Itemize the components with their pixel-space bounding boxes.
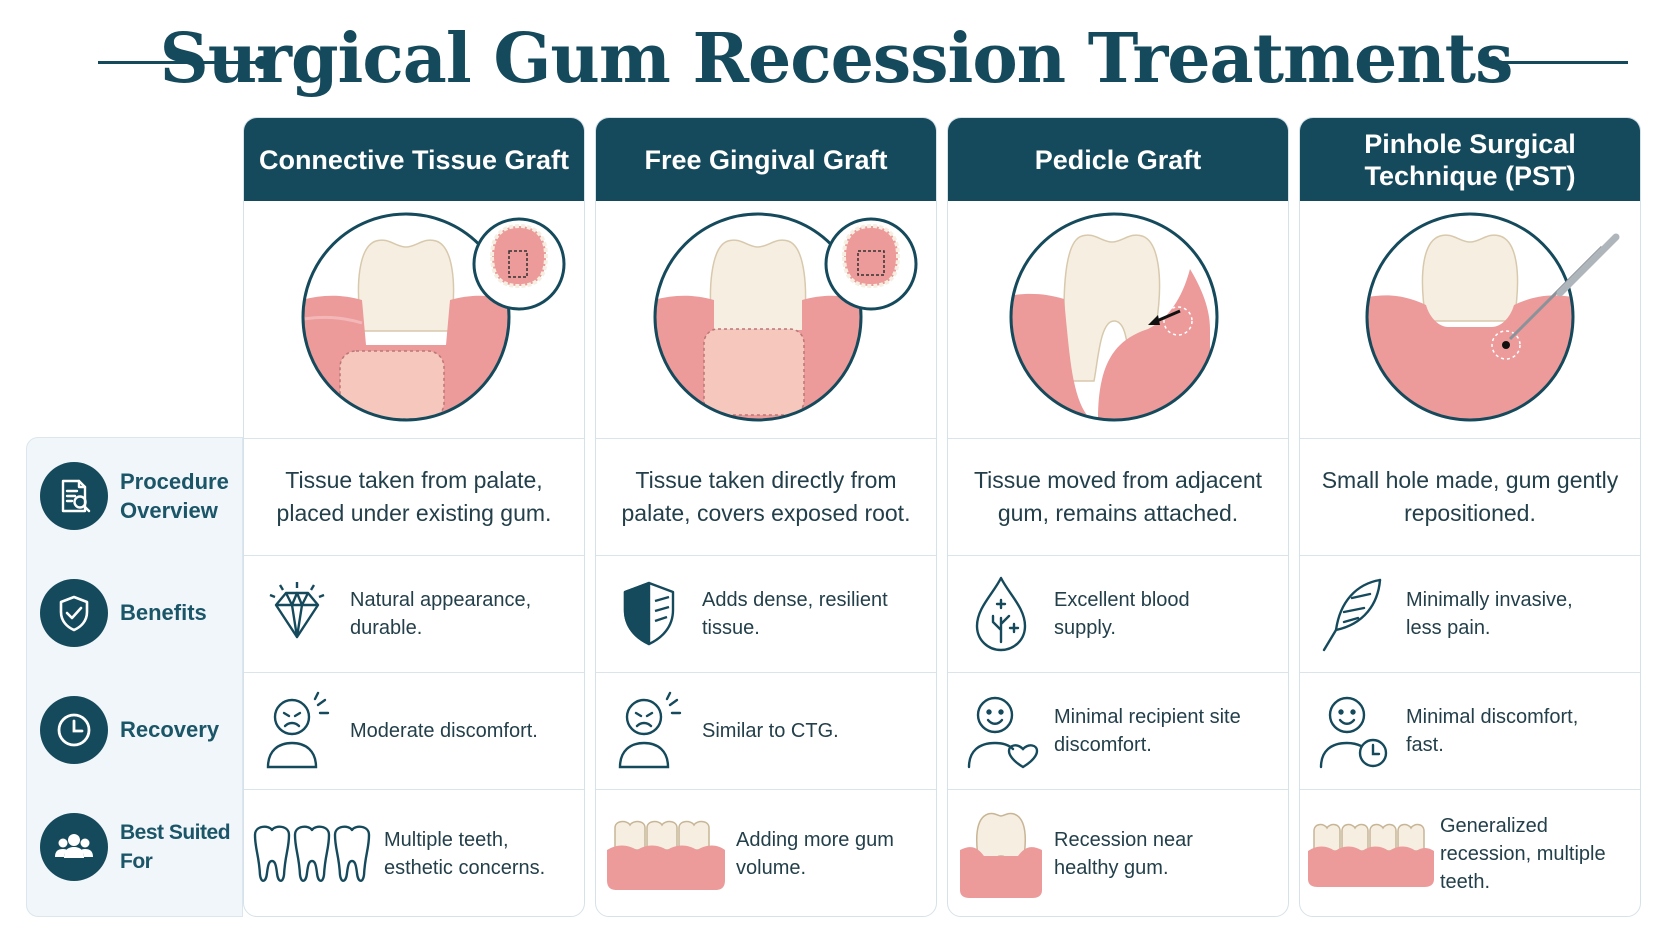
treatment-title: Free Gingival Graft bbox=[596, 118, 936, 201]
suited-text: Generalized recession, multiple teeth. bbox=[1440, 815, 1606, 893]
people-group-icon bbox=[40, 812, 108, 881]
recovery-cell: Minimal recipient site discomfort. bbox=[948, 672, 1288, 789]
treatment-title: Connective Tissue Graft bbox=[244, 118, 584, 201]
three-teeth-icon bbox=[244, 823, 384, 885]
suited-text: Adding more gum volume. bbox=[736, 829, 894, 879]
overview-text: Small hole made, gum gently repositioned… bbox=[1321, 467, 1619, 526]
suited-cell: Adding more gum volume. bbox=[596, 789, 936, 916]
clipboard-search-icon bbox=[40, 461, 108, 530]
diamond-icon bbox=[244, 579, 350, 649]
overview-text: Tissue taken directly from palate, cover… bbox=[621, 467, 911, 526]
shield-check-icon bbox=[40, 578, 108, 647]
blood-drop-icon bbox=[948, 574, 1054, 654]
title-dot-left bbox=[255, 56, 268, 69]
pst-illustration bbox=[1300, 201, 1640, 438]
row-label-benefits: Benefits bbox=[26, 554, 243, 671]
treatment-card-pst: Pinhole Surgical Technique (PST) Small h… bbox=[1299, 117, 1641, 917]
four-teeth-gum-icon bbox=[1300, 819, 1440, 889]
suited-cell: Multiple teeth, esthetic concerns. bbox=[244, 789, 584, 916]
recovery-cell: Similar to CTG. bbox=[596, 672, 936, 789]
recovery-text: Moderate discomfort. bbox=[350, 720, 538, 742]
row-label-procedure: Procedure Overview bbox=[26, 437, 243, 554]
feather-icon bbox=[1300, 574, 1406, 654]
row-label-text: Recovery bbox=[120, 717, 220, 742]
title-row: Surgical Gum Recession Treatments bbox=[0, 14, 1672, 104]
recovery-text: Minimal discomfort, fast. bbox=[1406, 706, 1579, 756]
suited-text: Recession near healthy gum. bbox=[1054, 829, 1193, 879]
discomfort-face-icon bbox=[596, 691, 702, 771]
overview-cell: Tissue moved from adjacent gum, remains … bbox=[948, 438, 1288, 555]
treatment-title: Pinhole Surgical Technique (PST) bbox=[1300, 118, 1640, 201]
overview-cell: Tissue taken directly from palate, cover… bbox=[596, 438, 936, 555]
clock-icon bbox=[40, 695, 108, 764]
treatment-card-ctg: Connective Tissue Graft Tissue taken fro… bbox=[243, 117, 585, 917]
ctg-illustration bbox=[244, 201, 584, 438]
treatment-title: Pedicle Graft bbox=[948, 118, 1288, 201]
smile-heart-icon bbox=[948, 691, 1054, 771]
suited-text: Multiple teeth, esthetic concerns. bbox=[384, 829, 546, 879]
overview-text: Tissue moved from adjacent gum, remains … bbox=[973, 467, 1263, 526]
title-dot-right bbox=[1487, 56, 1500, 69]
benefit-cell: Natural appearance, durable. bbox=[244, 555, 584, 672]
overview-cell: Small hole made, gum gently repositioned… bbox=[1300, 438, 1640, 555]
gum-teeth-icon bbox=[596, 816, 736, 892]
half-shield-icon bbox=[596, 579, 702, 649]
recovery-text: Similar to CTG. bbox=[702, 720, 839, 742]
suited-cell: Recession near healthy gum. bbox=[948, 789, 1288, 916]
recovery-cell: Minimal discomfort, fast. bbox=[1300, 672, 1640, 789]
recovery-text: Minimal recipient site discomfort. bbox=[1054, 706, 1241, 756]
title-rule-right bbox=[1500, 61, 1628, 64]
row-label-text: Best Suited For bbox=[120, 820, 231, 873]
overview-text: Tissue taken from palate, placed under e… bbox=[276, 467, 552, 526]
benefit-cell: Minimally invasive, less pain. bbox=[1300, 555, 1640, 672]
suited-cell: Generalized recession, multiple teeth. bbox=[1300, 789, 1640, 916]
benefit-text: Natural appearance, durable. bbox=[350, 589, 532, 639]
row-label-text: Procedure Overview bbox=[120, 468, 229, 523]
recovery-cell: Moderate discomfort. bbox=[244, 672, 584, 789]
single-tooth-gum-icon bbox=[948, 810, 1054, 898]
benefit-text: Excellent blood supply. bbox=[1054, 589, 1190, 639]
row-label-recovery: Recovery bbox=[26, 671, 243, 788]
benefit-cell: Excellent blood supply. bbox=[948, 555, 1288, 672]
treatment-card-fgg: Free Gingival Graft Tissue taken directl… bbox=[595, 117, 937, 917]
row-label-text: Benefits bbox=[120, 600, 207, 625]
title-rule-left bbox=[98, 61, 258, 64]
row-label-suited: Best Suited For bbox=[26, 788, 243, 905]
page-title: Surgical Gum Recession Treatments bbox=[159, 19, 1514, 99]
benefit-text: Adds dense, resilient tissue. bbox=[702, 589, 888, 639]
smile-clock-icon bbox=[1300, 691, 1406, 771]
benefit-text: Minimally invasive, less pain. bbox=[1406, 589, 1573, 639]
overview-cell: Tissue taken from palate, placed under e… bbox=[244, 438, 584, 555]
pedicle-illustration bbox=[948, 201, 1288, 438]
discomfort-face-icon bbox=[244, 691, 350, 771]
fgg-illustration bbox=[596, 201, 936, 438]
benefit-cell: Adds dense, resilient tissue. bbox=[596, 555, 936, 672]
treatment-card-pedicle: Pedicle Graft Tissue moved from adjacent… bbox=[947, 117, 1289, 917]
